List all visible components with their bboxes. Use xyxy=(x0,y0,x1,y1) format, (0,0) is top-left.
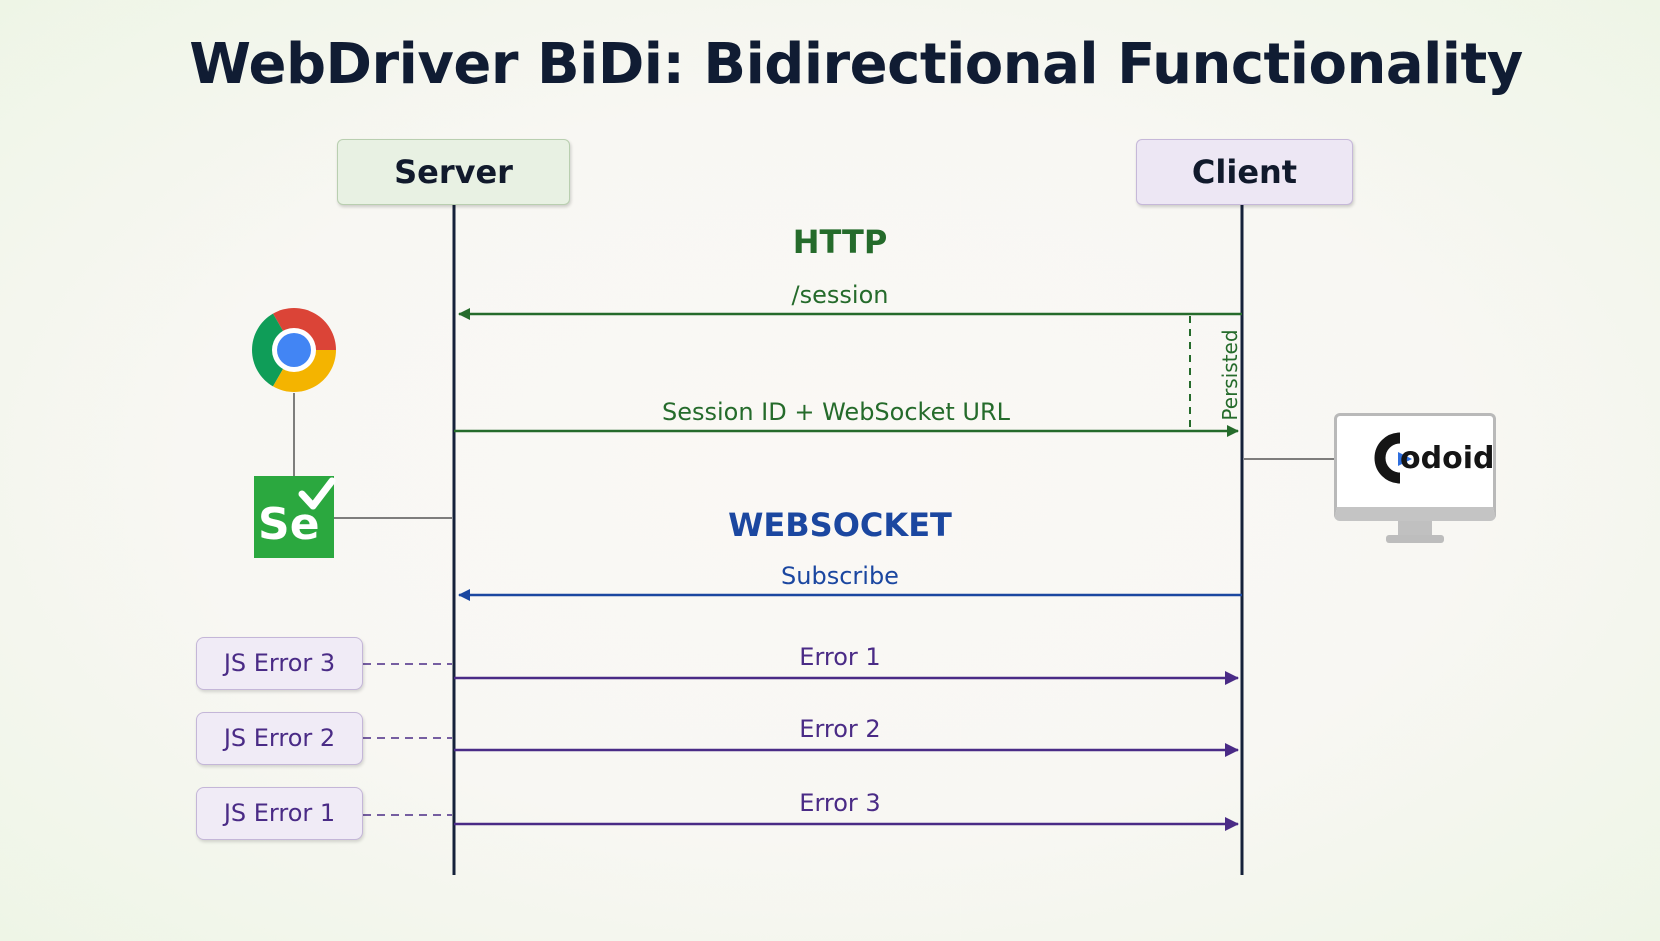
codoid-logo-text: odoid xyxy=(1400,441,1495,476)
error-3-label: Error 3 xyxy=(799,789,881,817)
error-2-label: Error 2 xyxy=(799,715,881,743)
error-1-label: Error 1 xyxy=(799,643,881,671)
persisted-label: Persisted xyxy=(1218,329,1242,421)
codoid-monitor-icon xyxy=(1334,413,1496,521)
chrome-icon xyxy=(252,308,336,392)
monitor-neck xyxy=(1398,521,1432,536)
subscribe-label: Subscribe xyxy=(781,562,899,590)
websocket-section-label: WEBSOCKET xyxy=(728,506,952,544)
server-actor: Server xyxy=(337,139,570,205)
session-id-label: Session ID + WebSocket URL xyxy=(661,398,1011,426)
selenium-logo-text: Se xyxy=(258,499,320,550)
session-label: /session xyxy=(791,281,889,309)
client-actor: Client xyxy=(1136,139,1353,205)
monitor-foot xyxy=(1386,535,1444,543)
http-section-label: HTTP xyxy=(792,223,888,261)
js-error-box: JS Error 2 xyxy=(196,712,363,765)
js-error-box: JS Error 1 xyxy=(196,787,363,840)
js-error-box: JS Error 3 xyxy=(196,637,363,690)
diagram-title: WebDriver BiDi: Bidirectional Functional… xyxy=(189,32,1523,97)
